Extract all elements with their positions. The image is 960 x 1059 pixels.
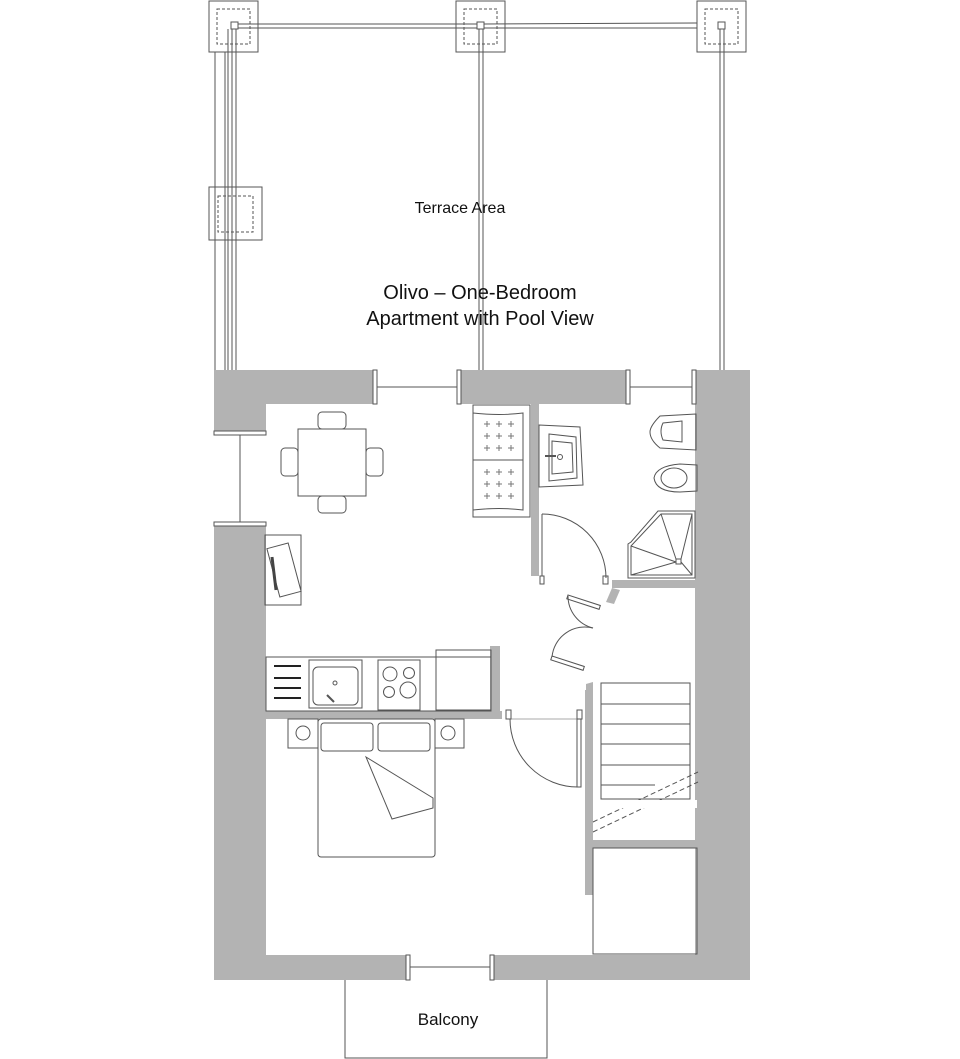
drainer-lines xyxy=(274,665,301,699)
corner-shower xyxy=(627,510,696,579)
double-bed xyxy=(317,718,436,858)
bedroom-door xyxy=(505,709,583,788)
closet xyxy=(592,847,698,955)
balcony-door xyxy=(405,954,495,981)
plan-title-line2: Apartment with Pool View xyxy=(366,308,594,330)
window-west xyxy=(213,430,267,527)
terrace-label: Terrace Area xyxy=(414,200,506,217)
pergola-beams xyxy=(214,22,725,372)
double-door-hall xyxy=(550,594,601,671)
fridge xyxy=(435,649,492,711)
window-north-right xyxy=(625,369,697,405)
pergola-column xyxy=(696,0,747,53)
cooktop xyxy=(377,659,421,711)
dining-table xyxy=(280,411,384,514)
plan-title-line1: Olivo – One-Bedroom xyxy=(383,282,577,304)
cushion-pattern xyxy=(484,421,514,499)
bathroom-sink xyxy=(538,424,584,488)
pergola-column xyxy=(208,0,259,53)
toilet xyxy=(653,463,698,493)
plan-title: Olivo – One-Bedroom Apartment with Pool … xyxy=(300,280,660,332)
sofa xyxy=(472,404,531,518)
bathroom-door xyxy=(539,513,609,585)
bidet xyxy=(649,413,697,451)
balcony-label: Balcony xyxy=(417,1010,479,1029)
tv-unit xyxy=(264,534,302,606)
kitchen-sink xyxy=(308,659,363,709)
nightstand-left xyxy=(287,718,319,749)
walls xyxy=(214,370,750,980)
pergola-column xyxy=(455,0,506,53)
nightstand-right xyxy=(434,718,465,749)
window-north-left xyxy=(372,369,462,405)
balcony-outline xyxy=(344,980,548,1059)
staircase xyxy=(592,682,699,833)
